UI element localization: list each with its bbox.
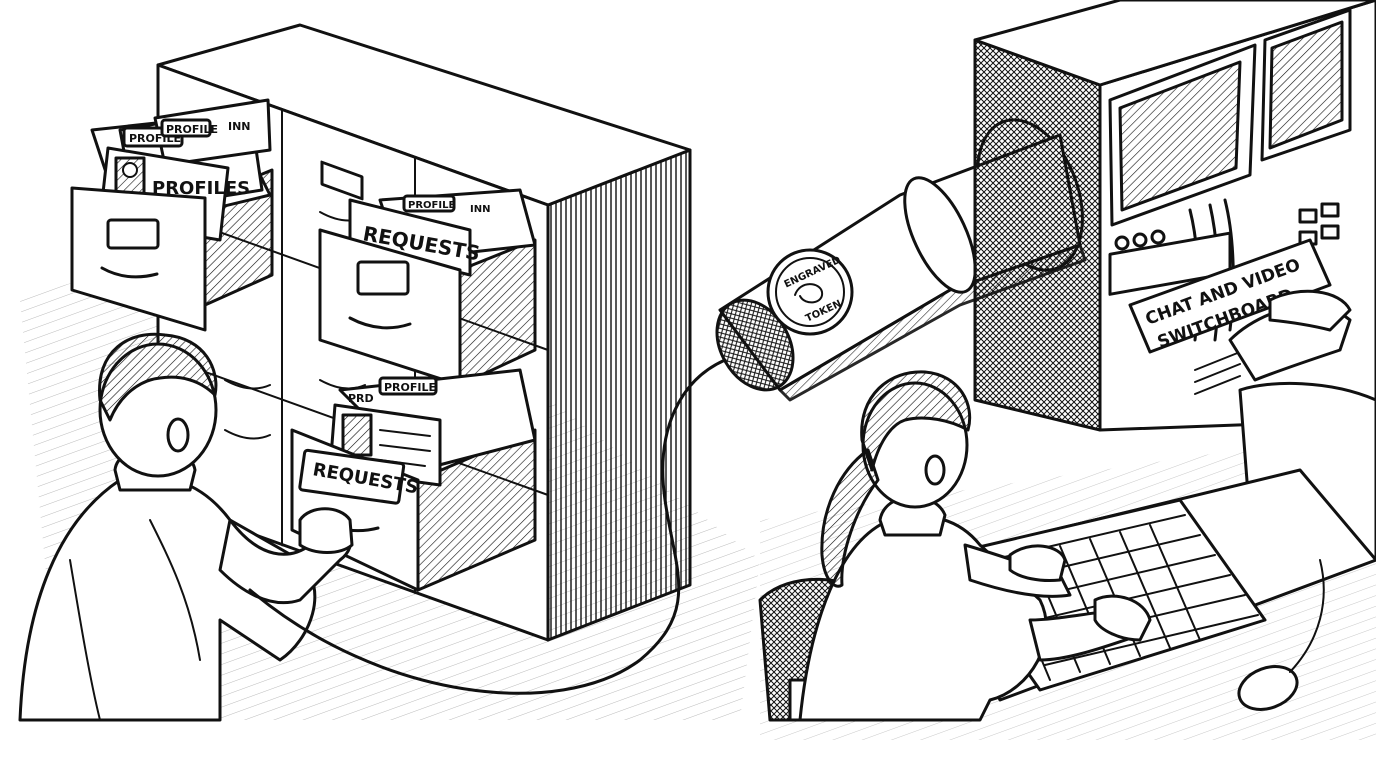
- left-hand: [1008, 544, 1067, 582]
- engraved-token: [766, 248, 854, 336]
- profile-photo-icon: [122, 162, 138, 178]
- hair: [98, 332, 218, 422]
- mouse: [1237, 665, 1299, 711]
- right-hand: [1093, 594, 1152, 642]
- switchboard-console: CHAT AND VIDEO SWITCHBOARD: [973, 0, 1376, 562]
- switchboard-sign: [1128, 238, 1332, 354]
- file-tab-inn-2: INN: [470, 204, 490, 215]
- monitor-screens: [1108, 8, 1352, 227]
- control-panel: [1108, 202, 1340, 296]
- man-at-cabinet: [18, 332, 354, 722]
- switch-icon-4: [1320, 224, 1340, 240]
- hair-2: [860, 370, 972, 472]
- hand-icon: [298, 507, 354, 554]
- switch-icon: [1298, 208, 1318, 224]
- drawer-handle: [100, 266, 159, 279]
- drawer-profiles: PROFILE PROFILE INN PROFILES: [70, 98, 274, 332]
- knot-icon: [794, 283, 824, 304]
- knob-icon-3: [1150, 229, 1166, 245]
- ponytail: [820, 448, 880, 588]
- file-tab-prd: PRD: [348, 392, 374, 405]
- file-tab-profile-2: PROFILE: [166, 123, 218, 136]
- file-tab-inn: INN: [228, 120, 251, 133]
- knob-icon-2: [1132, 232, 1148, 248]
- woman-at-keyboard: [758, 370, 1376, 722]
- profile-photo-icon-2: [341, 413, 373, 457]
- file-tab-profile-4: PROFILE: [384, 381, 436, 394]
- card-label-profiles: PROFILES: [152, 178, 250, 199]
- drawer-requests-top: PROFILE INN REQUESTS: [318, 188, 537, 387]
- knob-icon: [1114, 235, 1130, 251]
- drawer-requests-bottom: PROFILE PRD REQUESTS: [290, 368, 537, 592]
- drawer-handle-2: [348, 316, 412, 330]
- cable: [248, 358, 727, 695]
- file-tab-profile-3: PROFILE: [408, 200, 455, 211]
- switch-icon-2: [1320, 202, 1340, 218]
